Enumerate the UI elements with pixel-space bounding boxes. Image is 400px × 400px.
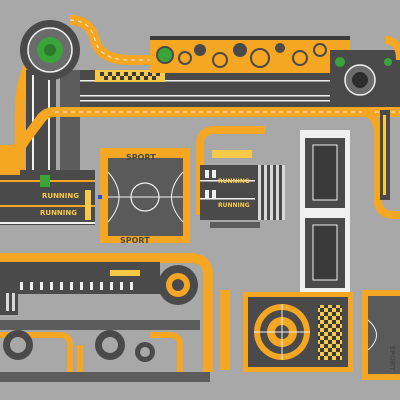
sport-top-label: SPORT: [126, 153, 156, 162]
checkered-flag-icon: [318, 305, 342, 360]
tennis-court-icon: [312, 224, 338, 281]
recycle-icon: [335, 57, 345, 67]
sport-bottom-label: SPORT: [120, 236, 150, 245]
running-center-2: RUNNING: [218, 202, 250, 209]
lower-orange-track: [0, 253, 213, 372]
bottom-roundabouts: [3, 330, 155, 362]
tennis-courts: [300, 130, 350, 295]
basketball-court-icon: [98, 195, 102, 199]
roundabout: [20, 20, 80, 80]
green-patch: [40, 175, 50, 187]
running-center-1: RUNNING: [218, 178, 250, 185]
crosswalk: [255, 165, 285, 220]
right-orange-track: [361, 108, 400, 219]
right-bottom-court: SPORT: [362, 290, 400, 380]
running-label-2: RUNNING: [40, 209, 77, 217]
sport-right-label: SPORT: [388, 345, 396, 371]
fitness-plaza: [243, 292, 353, 372]
basketball-court: SPORT SPORT: [98, 148, 190, 245]
fountain-icon: [352, 72, 368, 88]
runner-pictogram-icon: [205, 170, 216, 198]
running-label-1: RUNNING: [42, 192, 79, 200]
lane-markings: [80, 80, 330, 102]
fitness-pictogram-icon: [20, 282, 133, 290]
center-orange-loop: [196, 126, 265, 215]
